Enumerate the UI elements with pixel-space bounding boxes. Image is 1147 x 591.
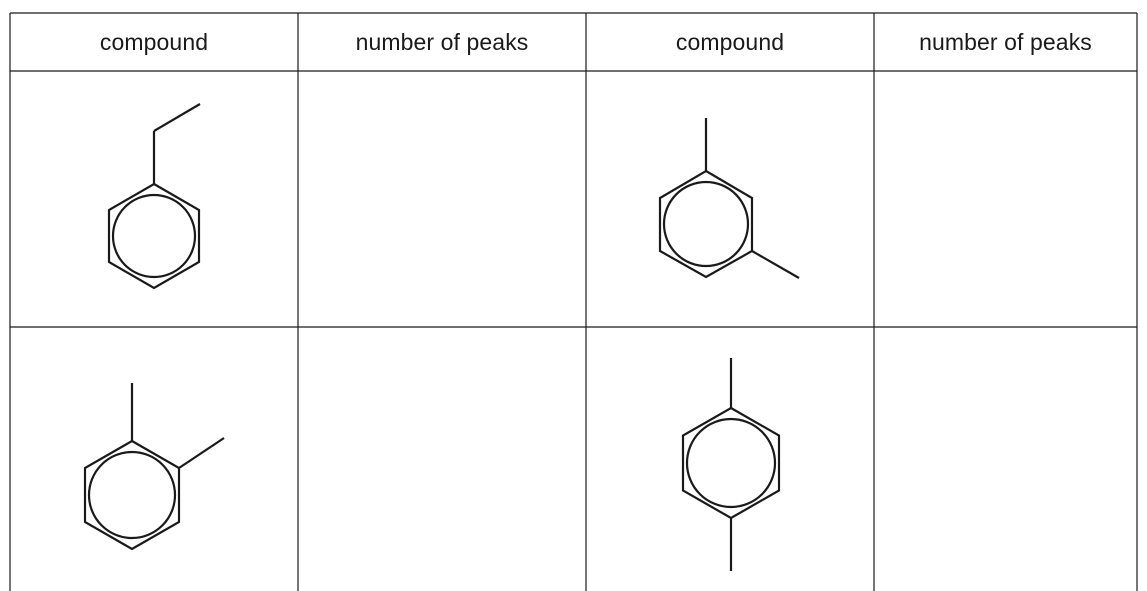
header-number-of-peaks-1: number of peaks [355,28,529,55]
compound-cell-1-3-dimethylbenzene [586,71,874,327]
peaks-cell-1-4-dimethylbenzene[interactable] [874,327,1137,591]
header-compound-2: compound [675,28,785,55]
1-2-dimethylbenzene-structure [83,383,225,551]
compound-cell-ethylbenzene [10,71,298,327]
peaks-cell-1-2-dimethylbenzene[interactable] [298,327,586,591]
peaks-cell-ethylbenzene[interactable] [298,71,586,327]
1-3-dimethylbenzene-structure [658,118,800,279]
header-number-of-peaks-2: number of peaks [919,28,1092,55]
1-4-dimethylbenzene-structure [681,358,781,571]
compound-cell-1-2-dimethylbenzene [10,327,298,591]
peaks-cell-1-3-dimethylbenzene[interactable] [874,71,1137,327]
ethylbenzene-structure [107,103,201,290]
compound-cell-1-4-dimethylbenzene [586,327,874,591]
header-compound-1: compound [99,28,209,55]
